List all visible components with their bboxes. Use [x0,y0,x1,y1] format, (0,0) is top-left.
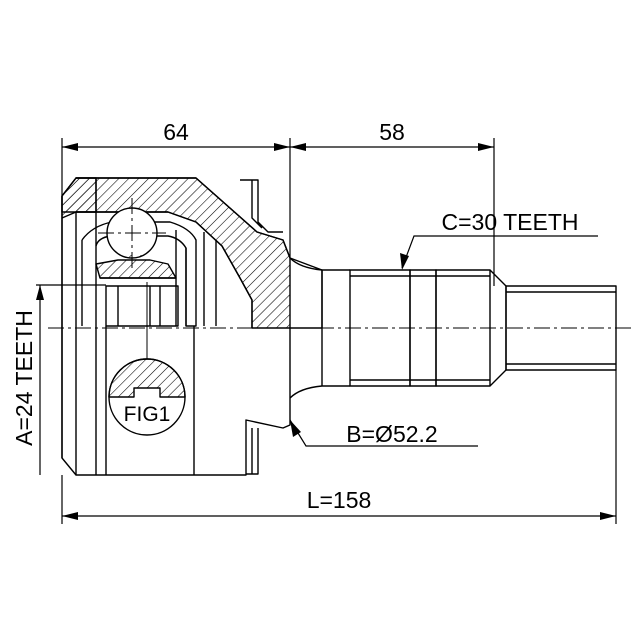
arrow-total-left [62,512,78,520]
arrow-total-right [600,512,616,520]
leader-c [401,235,598,269]
fig1-label: FIG1 [124,403,171,426]
inner-hub [105,285,179,327]
arrow-58-right [478,143,494,151]
arrow-64-right [274,143,290,151]
shaft-neck [289,257,350,399]
abs-ring [240,179,283,233]
housing-lip-hatch [61,177,97,213]
dim-label-58: 58 [379,119,405,145]
arrow-c [400,253,409,270]
dim-label-b: B=Ø52.2 [346,421,437,447]
arrow-58-left [290,143,306,151]
fig1-tooth-hatch [108,358,186,398]
abs-ring-lower [246,428,259,475]
cavity-outline [76,211,253,328]
inner-race [95,259,177,279]
dim-label-64: 64 [163,119,189,145]
arrow-64-left [62,143,78,151]
arrow-a-top [36,285,44,300]
dim-label-c: C=30 TEETH [442,209,579,235]
arrow-b [290,420,301,437]
dim-label-total: L=158 [307,487,372,513]
dim-label-a: A=24 TEETH [11,310,37,446]
cage-outline [81,221,197,327]
